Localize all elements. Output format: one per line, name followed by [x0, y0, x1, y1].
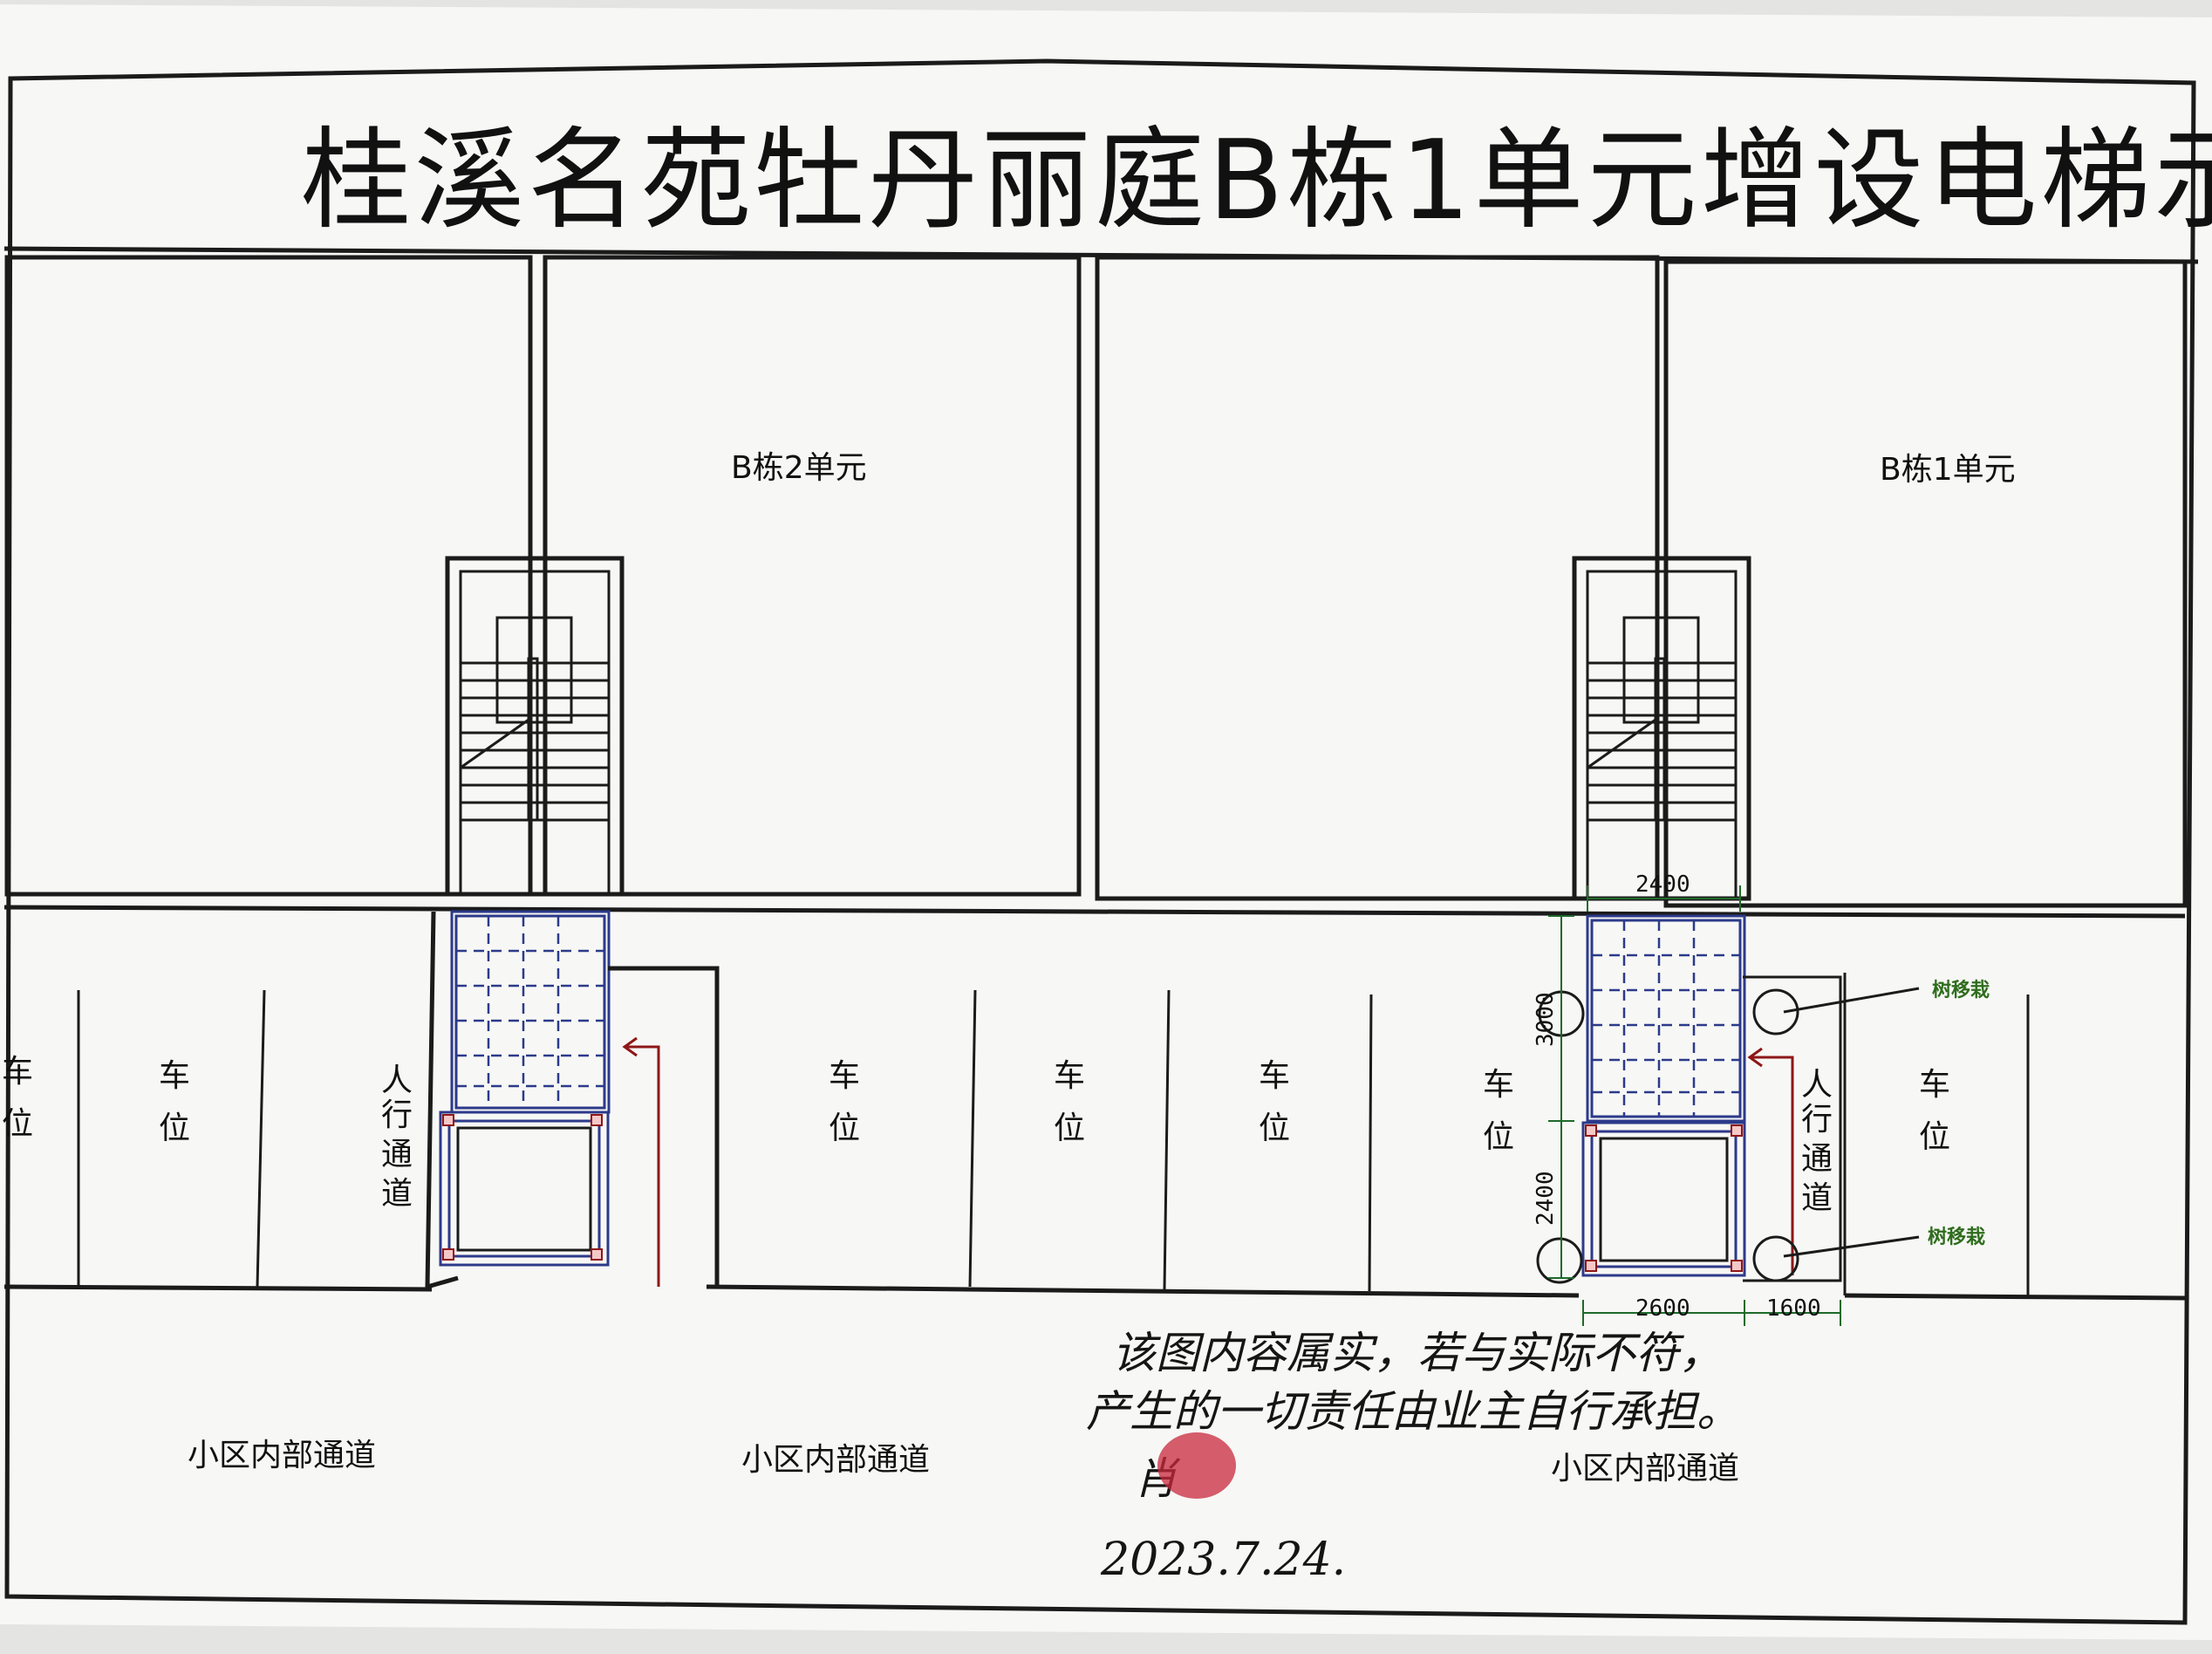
road-edge-left	[3, 1284, 433, 1292]
dimension-lines	[1548, 885, 1841, 1326]
elevator-shaft-unit2	[425, 910, 611, 1290]
corner-post	[1585, 1260, 1597, 1272]
handwritten-note-line1: 该图内容属实，若与实际不符，	[1112, 1328, 1723, 1378]
dimension-label: 1600	[1766, 1295, 1821, 1322]
walkway-label-unit1: 通	[1801, 1141, 1833, 1177]
walkway-label-unit2: 人	[381, 1063, 413, 1098]
building-label-unit1: B栋1单元	[1880, 452, 2016, 488]
walkway-path-unit2	[608, 966, 720, 1287]
parking-label-edge: 车	[2, 1054, 33, 1090]
parking-label: 车	[1054, 1058, 1085, 1094]
corner-post	[591, 1248, 603, 1261]
parking-label: 位	[1483, 1119, 1514, 1155]
parking-label: 车	[829, 1058, 860, 1094]
dimension-label: 2600	[1635, 1295, 1690, 1322]
parking-label: 车	[1483, 1067, 1514, 1103]
ground-building-line	[3, 905, 2186, 919]
outer-frame	[4, 58, 2196, 1625]
parking-label: 位	[159, 1111, 190, 1146]
redacted-seal	[1157, 1432, 1236, 1499]
tree-note-label: 树移栽	[1928, 1226, 1985, 1248]
parking-label: 车	[1919, 1067, 1950, 1103]
road-edge-mid	[706, 1284, 1580, 1298]
parking-label: 位	[1919, 1119, 1950, 1155]
tree-note-label: 树移栽	[1932, 979, 1990, 1001]
parking-label: 位	[1259, 1111, 1290, 1146]
parking-label: 车	[1259, 1058, 1290, 1094]
corner-post	[442, 1248, 454, 1261]
walkway-label-unit1: 行	[1801, 1102, 1833, 1138]
walkway-label-unit2: 行	[381, 1097, 413, 1133]
handwritten-date: 2023.7.24.	[1100, 1534, 1346, 1586]
corner-post	[591, 1114, 603, 1126]
parking-label: 位	[1054, 1111, 1085, 1146]
building-label-unit2: B栋2单元	[731, 450, 867, 486]
building-b-unit-2: B栋2单元	[4, 255, 1082, 897]
dimension-label: 3000	[1533, 992, 1559, 1047]
entry-arrow-unit1	[1747, 1047, 1794, 1275]
parking-dividers	[77, 973, 2030, 1295]
road-label: 小区内部通道	[188, 1438, 376, 1473]
road-edge-right	[1844, 1293, 2186, 1301]
tree-circle	[1752, 1235, 1799, 1282]
walkway-label-unit2: 道	[381, 1176, 413, 1212]
parking-label: 位	[829, 1111, 860, 1146]
tree-circle	[1536, 1237, 1583, 1284]
tree-circle	[1752, 988, 1799, 1035]
leader-line	[1783, 1235, 1920, 1258]
corner-post	[1731, 1260, 1743, 1272]
walkway-label-unit1: 人	[1801, 1067, 1833, 1103]
road-label: 小区内部通道	[1551, 1451, 1739, 1487]
building-b-unit-1: B栋1单元	[1095, 255, 2188, 908]
walkway-label-unit1: 道	[1801, 1180, 1833, 1216]
entry-arrow-unit2	[622, 1036, 660, 1287]
walkway-label-unit2: 通	[381, 1137, 413, 1172]
walkway-box-unit1	[1743, 975, 1842, 1282]
staircase-treads-unit1	[1587, 657, 1736, 822]
parking-label: 车	[159, 1058, 190, 1094]
parking-label-edge: 位	[2, 1106, 33, 1142]
dimension-label: 2400	[1635, 871, 1690, 898]
road-label: 小区内部通道	[741, 1442, 930, 1478]
leader-line	[1783, 987, 1920, 1014]
dimension-label: 2400	[1533, 1171, 1559, 1226]
handwritten-note-line2: 产生的一切责任由业主自行承担。	[1086, 1386, 1740, 1437]
corner-post	[1585, 1124, 1597, 1137]
corner-post	[1731, 1124, 1743, 1137]
elevator-shaft-unit1	[1581, 914, 1746, 1277]
drawing-title: 桂溪名苑牡丹丽庭B栋1单元增设电梯示意图	[301, 116, 2212, 244]
corner-post	[442, 1114, 454, 1126]
staircase-treads-unit2	[460, 657, 609, 822]
